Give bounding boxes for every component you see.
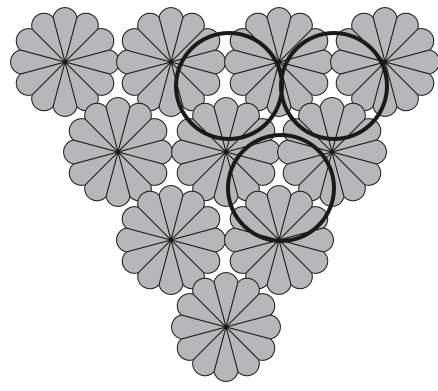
rosette-6 bbox=[172, 98, 281, 207]
rosette-1 bbox=[11, 8, 120, 117]
rosette-10 bbox=[172, 273, 281, 382]
rosette-8 bbox=[117, 186, 226, 295]
rosettes-layer bbox=[11, 8, 438, 382]
rosette-2 bbox=[117, 8, 226, 117]
rosette-5 bbox=[64, 98, 173, 207]
